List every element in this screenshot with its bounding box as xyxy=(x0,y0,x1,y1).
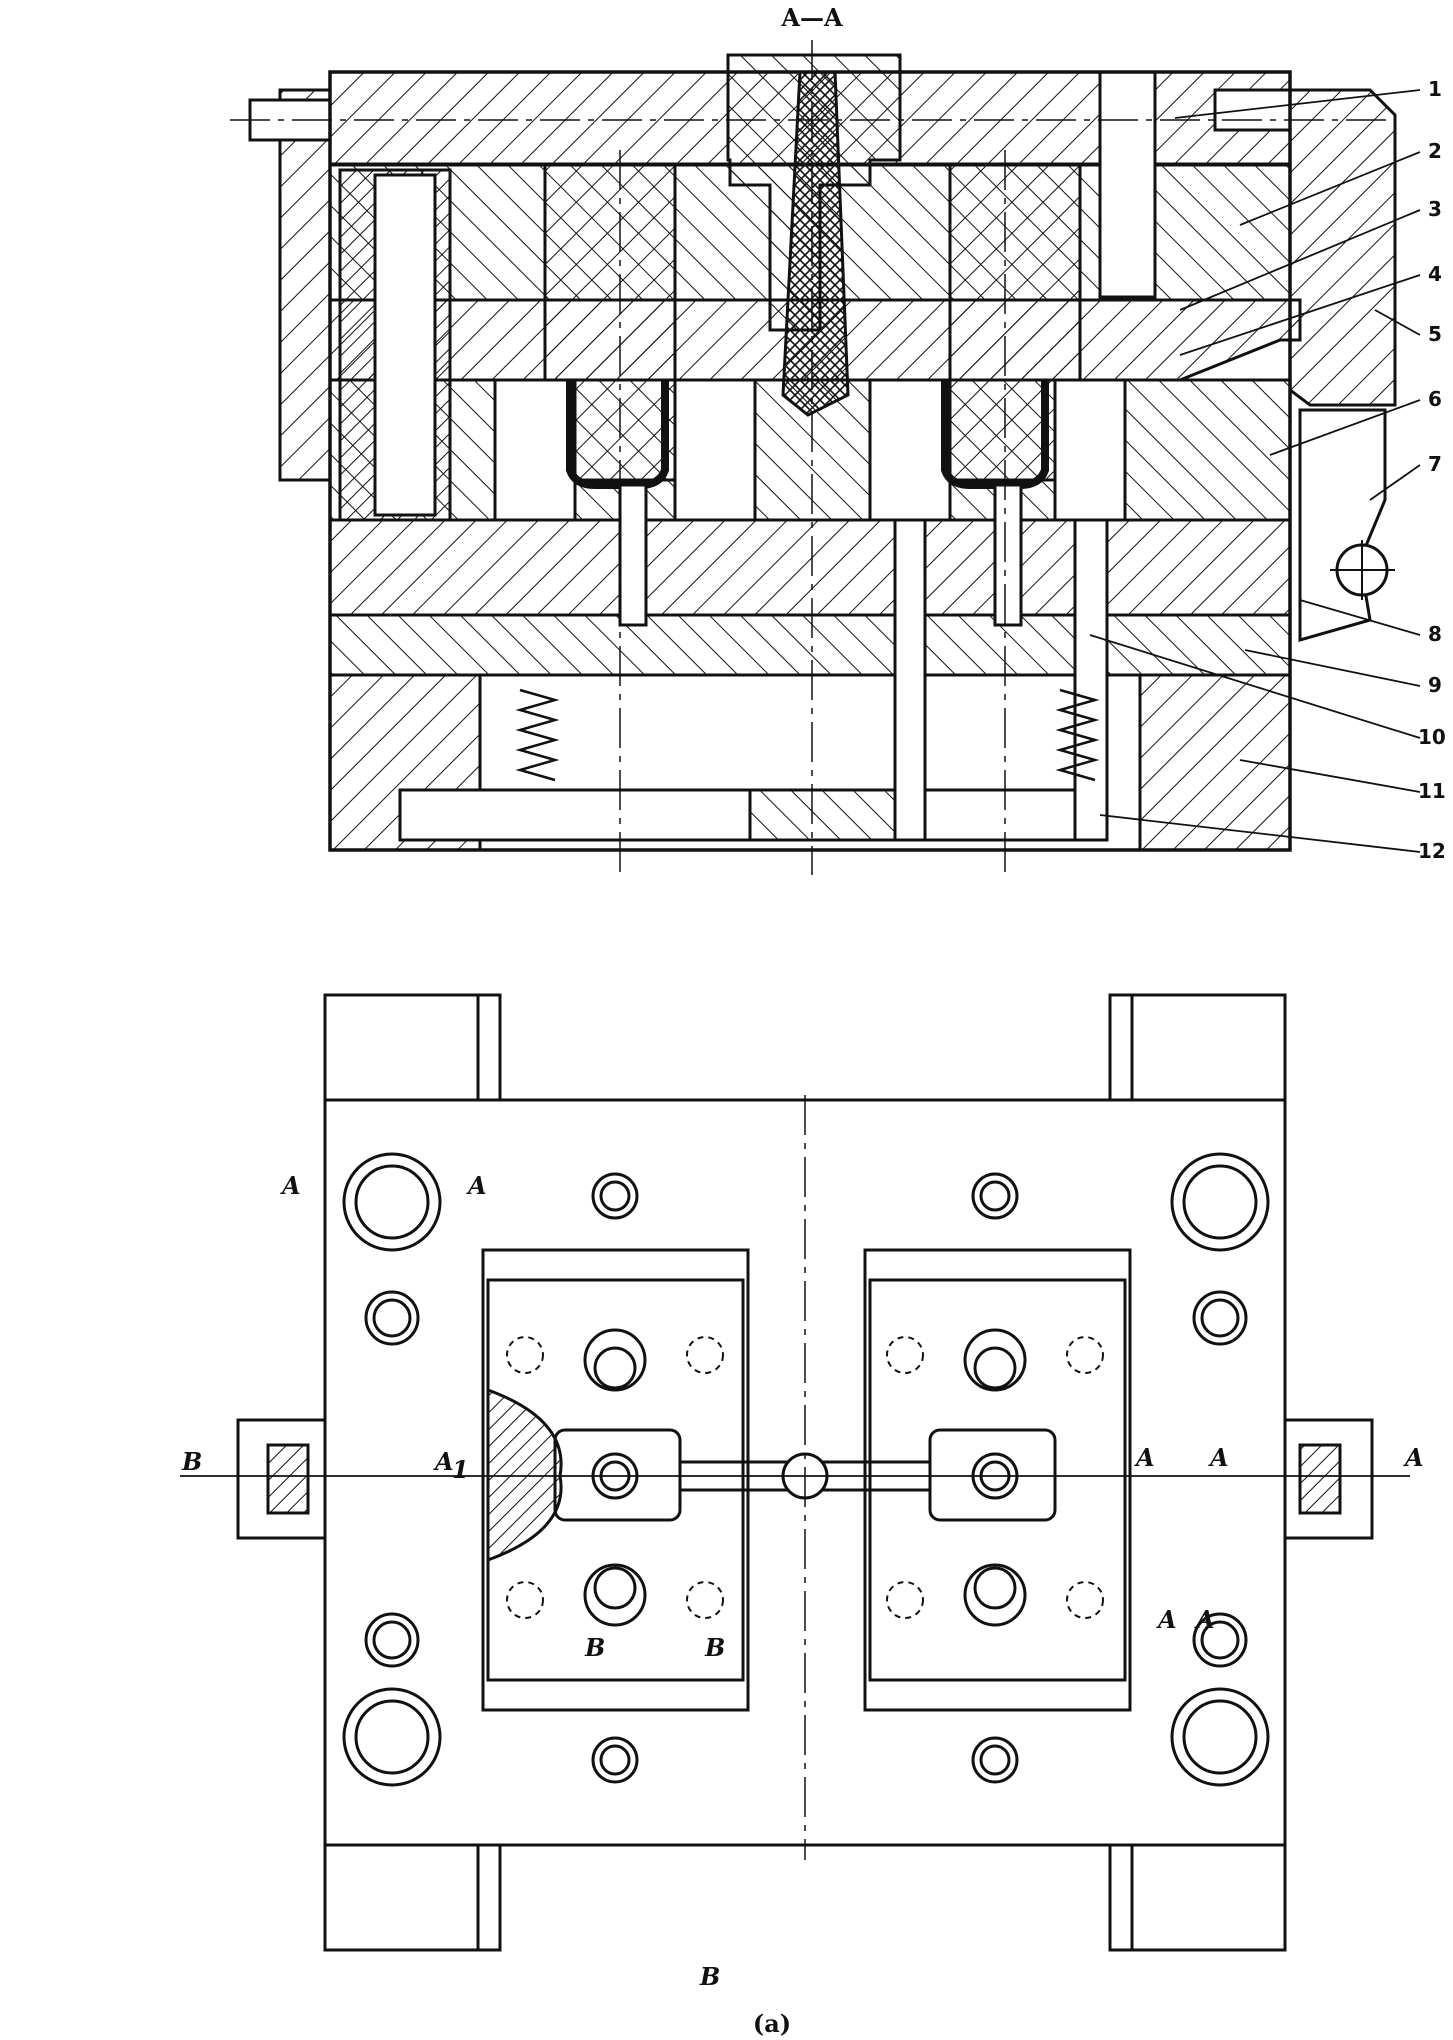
part-number-8: 8 xyxy=(1428,622,1442,646)
part-number-2: 2 xyxy=(1428,139,1442,163)
lug-top-right xyxy=(1108,993,1287,1102)
cavity-pocket-4 xyxy=(1053,378,1127,522)
section-title: A—A xyxy=(780,3,843,32)
ejector-pin-left xyxy=(618,483,648,627)
side-block-right xyxy=(1283,1418,1374,1540)
spring-left xyxy=(515,688,560,782)
spacer-block-right xyxy=(1138,673,1292,852)
runner-left-gate xyxy=(553,1428,682,1522)
latch-arm xyxy=(1288,88,1397,407)
cavity-pocket-2 xyxy=(673,378,757,522)
runner-right-gate xyxy=(928,1428,1057,1522)
label-a-left-1: A xyxy=(280,1171,301,1200)
part-number-3: 3 xyxy=(1428,197,1442,221)
support-plate xyxy=(328,613,1292,677)
part-number-7: 7 xyxy=(1428,452,1442,476)
cavity-plate-right xyxy=(863,1248,1132,1712)
part-number-10: 10 xyxy=(1418,725,1446,749)
plan-view xyxy=(180,993,1410,1952)
lug-bottom-right xyxy=(1108,1843,1287,1952)
core-block xyxy=(328,378,1292,522)
label-a-left-2: A xyxy=(466,1171,487,1200)
label-b-left: B xyxy=(181,1447,202,1476)
part-number-5: 5 xyxy=(1428,322,1442,346)
lug-bottom-left xyxy=(323,1843,502,1952)
label-a-right-3: A xyxy=(1403,1443,1424,1472)
plan-labels: A A B A 1 A A A A A B B B xyxy=(181,1171,1424,1991)
lug-top-left xyxy=(323,993,502,1102)
hidden-holes xyxy=(506,1336,1104,1619)
cavity-pocket-3 xyxy=(868,378,952,522)
guide-bore xyxy=(373,173,437,517)
part-numbers: 1 2 3 4 5 6 7 8 9 10 11 12 xyxy=(1418,77,1446,863)
large-holes xyxy=(342,1152,1270,1787)
part-number-4: 4 xyxy=(1428,262,1442,286)
label-aa-1: A xyxy=(1156,1605,1177,1634)
label-bb-1: B xyxy=(584,1633,605,1662)
moving-plate xyxy=(328,518,1292,617)
return-pin xyxy=(893,518,927,842)
gate-section xyxy=(486,1387,563,1563)
figure-caption: (a) xyxy=(753,2009,791,2038)
part-number-11: 11 xyxy=(1418,779,1446,803)
ejector-rod xyxy=(1073,518,1109,842)
label-a-right-1: A xyxy=(1134,1443,1155,1472)
part-number-leaders xyxy=(1089,89,1421,853)
label-bb-2: B xyxy=(704,1633,725,1662)
ejector-pin-right xyxy=(993,483,1023,627)
label-a-right-2: A xyxy=(1208,1443,1229,1472)
part-number-9: 9 xyxy=(1428,673,1442,697)
part-number-1: 1 xyxy=(1428,77,1442,101)
medium-holes xyxy=(364,1172,1248,1784)
molded-part-left xyxy=(566,380,669,489)
side-block-left xyxy=(236,1418,327,1540)
label-a1: A xyxy=(433,1447,454,1476)
part-number-6: 6 xyxy=(1428,387,1442,411)
latch-plate xyxy=(1298,408,1387,642)
label-aa-2: A xyxy=(1194,1605,1215,1634)
part-number-12: 12 xyxy=(1418,839,1446,863)
stripper-plate xyxy=(328,298,1302,382)
label-b-bottom: B xyxy=(699,1962,720,1991)
side-clamp-left xyxy=(278,88,332,482)
spring-right xyxy=(1055,688,1100,782)
cavity-plate-left xyxy=(481,1248,750,1712)
section-view xyxy=(230,40,1397,875)
label-a1-sub: 1 xyxy=(452,1455,469,1484)
cap-screw xyxy=(1098,70,1157,299)
cavity-pocket-1 xyxy=(493,378,577,522)
